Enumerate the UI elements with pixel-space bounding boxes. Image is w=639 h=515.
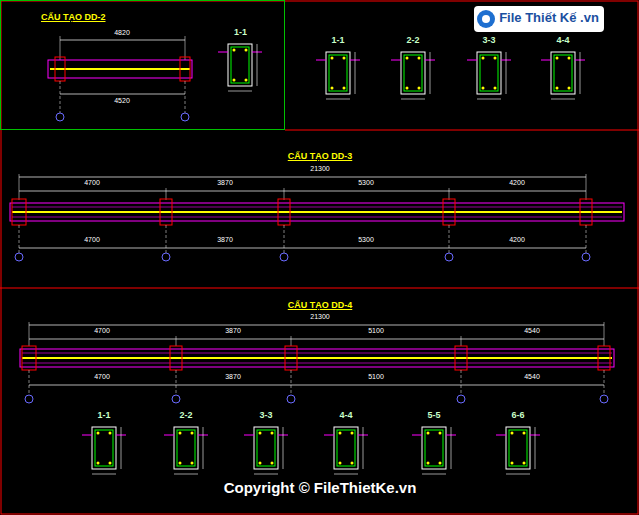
dimension: 4700 — [84, 179, 100, 187]
dimension: 4700 — [84, 236, 100, 244]
dimension: 5100 — [368, 373, 384, 381]
section-label: 3-3 — [259, 411, 272, 421]
section-label: 5-5 — [427, 411, 440, 421]
section-label: 2-2 — [406, 36, 419, 46]
dimension: 4200 — [509, 179, 525, 187]
drawing-title: CẤU TẠO DD-2 — [41, 13, 106, 23]
dimension: 5300 — [358, 236, 374, 244]
dimension: 5100 — [368, 327, 384, 335]
drawing-panel: CẤU TẠO DD-2 1-1 — [0, 0, 285, 130]
section-label: 1-1 — [331, 36, 344, 46]
dimension: 3870 — [217, 236, 233, 244]
dimension: 21300 — [310, 313, 329, 321]
section-label: 4-4 — [556, 36, 569, 46]
drawing-title: CẤU TẠO DD-3 — [288, 152, 353, 162]
dimension: 4700 — [94, 327, 110, 335]
dimension: 4700 — [94, 373, 110, 381]
dimension: 3870 — [217, 179, 233, 187]
dimension: 4200 — [509, 236, 525, 244]
section-label: 6-6 — [511, 411, 524, 421]
dimension: 4540 — [524, 327, 540, 335]
watermark: Copyright © FileThietKe.vn — [224, 480, 417, 497]
dimension: 3870 — [225, 327, 241, 335]
drawing-title: CẤU TẠO DD-4 — [288, 301, 353, 311]
dimension: 4540 — [524, 373, 540, 381]
dimension: 4520 — [114, 97, 130, 105]
dimension: 4820 — [114, 29, 130, 37]
section-label: 3-3 — [482, 36, 495, 46]
section-label: 2-2 — [179, 411, 192, 421]
dimension: 5300 — [358, 179, 374, 187]
section-label: 1-1 — [97, 411, 110, 421]
section-label: 4-4 — [339, 411, 352, 421]
dimension: 3870 — [225, 373, 241, 381]
section-label: 1-1 — [234, 28, 247, 38]
logo-text: File Thiết Kế .vn — [499, 11, 599, 25]
dimension: 21300 — [310, 165, 329, 173]
